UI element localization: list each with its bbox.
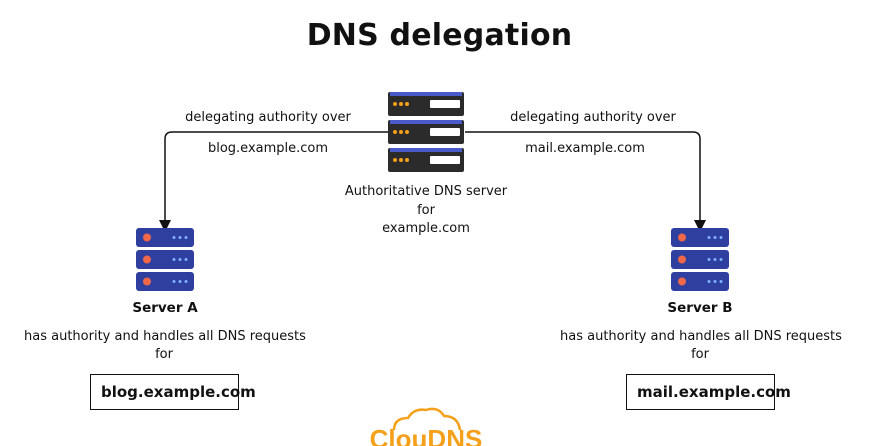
arrow-to-server-b <box>465 131 706 232</box>
right-delegation-label: delegating authority over <box>510 110 676 125</box>
server-b-description: has authority and handles all DNS reques… <box>560 329 842 344</box>
server-a-domain-box: blog.example.com <box>90 374 256 410</box>
server-b-domain-box: mail.example.com <box>626 374 791 410</box>
authoritative-server-icon <box>388 92 464 172</box>
left-delegation-label: delegating authority over <box>185 110 351 125</box>
server-a-description: has authority and handles all DNS reques… <box>24 329 306 344</box>
server-a-name: Server A <box>132 300 198 316</box>
authoritative-caption-line2: for <box>417 203 435 218</box>
authoritative-caption-line3: example.com <box>382 221 470 236</box>
server-b-icon <box>671 228 729 291</box>
server-b-description-for: for <box>691 347 709 362</box>
arrow-to-server-a <box>159 131 388 232</box>
page-title: DNS delegation <box>306 18 573 53</box>
cloudns-logo: ClouDNS <box>370 407 483 446</box>
authoritative-caption-line1: Authoritative DNS server <box>344 184 508 199</box>
server-a-description-for: for <box>155 347 173 362</box>
right-delegation-domain: mail.example.com <box>525 141 645 156</box>
server-a-icon <box>136 228 194 291</box>
cloudns-logo-text: ClouDNS <box>370 424 483 446</box>
server-b-name: Server B <box>667 300 733 316</box>
left-delegation-domain: blog.example.com <box>207 141 329 156</box>
